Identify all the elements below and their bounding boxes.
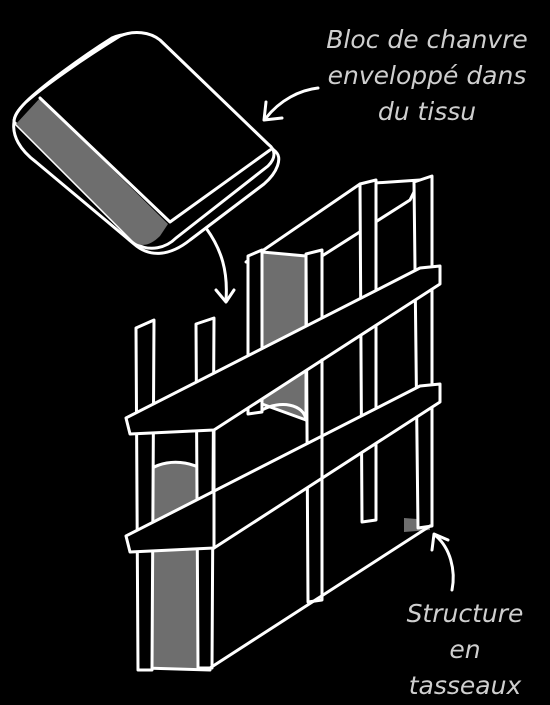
hemp-block-caption-line-2: enveloppé dans [327,61,527,90]
post-5 [412,174,434,530]
rail-lower [124,382,442,554]
hemp-block-grey-face [16,98,168,245]
frame-caption-line-1: Structure [406,599,524,628]
hemp-block [12,31,281,255]
hemp-block-caption: Bloc de chanvre enveloppé dans du tissu [312,22,542,130]
arrow-to-frame-head [430,532,450,552]
post-4 [304,248,324,604]
hemp-block-edge [38,96,272,224]
hemp-block-caption-line-3: du tissu [377,97,477,126]
arrow-to-block-head [262,100,284,122]
post-back [358,178,378,524]
frame-caption: Structure en tasseaux [396,596,534,704]
post-1 [134,318,156,672]
arrow-into-frame-head [214,288,236,304]
hemp-block-caption-line-1: Bloc de chanvre [326,25,528,54]
arrow-to-frame [434,534,455,592]
rail-upper [124,264,442,436]
arrow-to-block [264,86,320,120]
arrow-into-frame [204,226,228,302]
wall-frame [124,174,442,672]
frame-caption-line-3: tasseaux [408,671,522,700]
frame-caption-line-2: en [449,635,481,664]
